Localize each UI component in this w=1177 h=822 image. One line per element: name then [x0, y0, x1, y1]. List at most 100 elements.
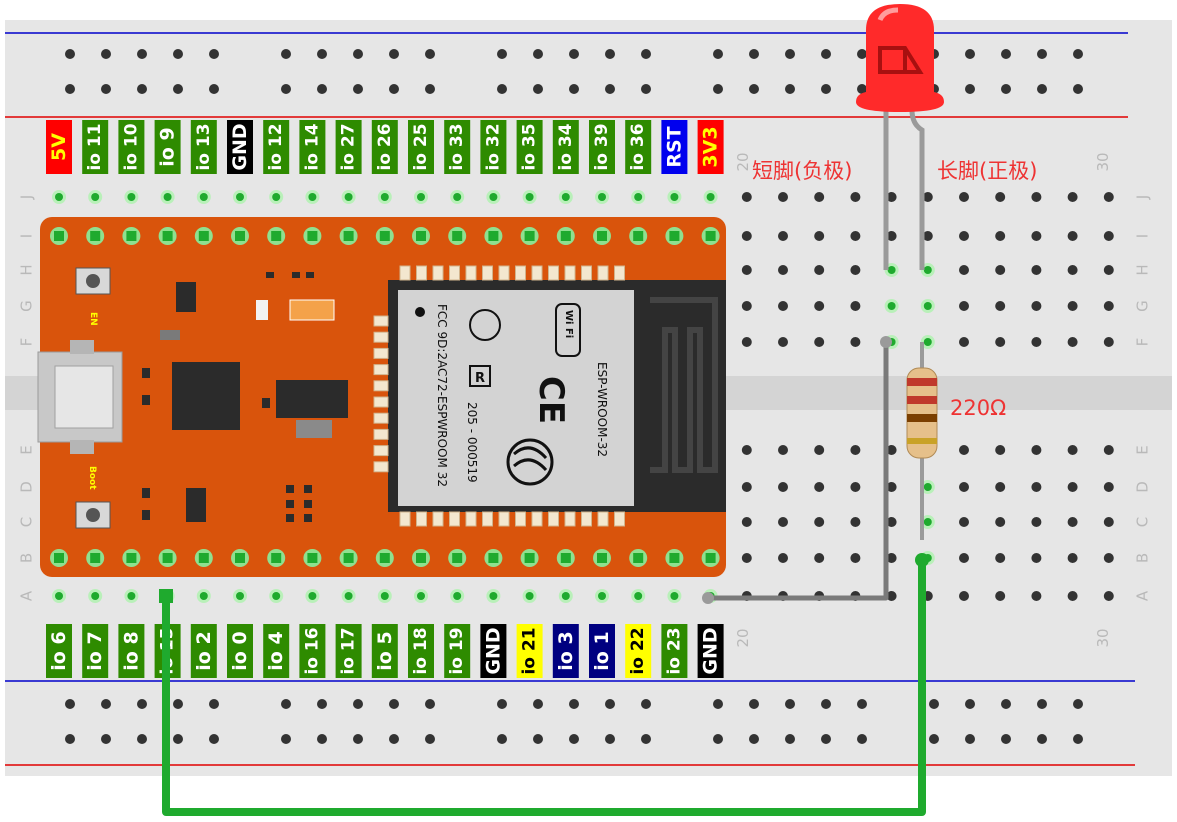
rail-hole — [785, 84, 795, 94]
rail-hole — [641, 49, 651, 59]
smd-11 — [262, 398, 270, 408]
breadboard-hole — [1067, 192, 1078, 202]
rail-hole — [209, 734, 219, 744]
rail-hole — [65, 49, 75, 59]
rail-hole — [65, 84, 75, 94]
module-pin — [548, 511, 559, 527]
breadboard-hole — [995, 553, 1006, 563]
resistor-band-1 — [907, 378, 937, 386]
module-pin — [498, 265, 510, 281]
breadboard-hole — [1103, 231, 1114, 241]
rail-hole — [533, 699, 543, 709]
resistor-band-2 — [907, 396, 937, 404]
pin-label: io 10 — [121, 123, 141, 170]
breadboard-hole — [778, 231, 788, 241]
breadboard-hole — [886, 591, 897, 601]
breadboard-hole — [1031, 517, 1042, 527]
pin-label-tile — [299, 624, 326, 678]
smd-8 — [142, 395, 150, 405]
rail-hole — [353, 49, 363, 59]
rail-hole — [821, 734, 831, 744]
rail-hole — [389, 734, 399, 744]
green-jumper-wire[interactable] — [162, 558, 926, 816]
pin-label-tile — [480, 624, 507, 678]
breadboard-hole — [814, 301, 825, 311]
rail-holes — [65, 49, 1083, 744]
header-pad-core — [90, 553, 101, 563]
module-pin — [432, 511, 444, 527]
row-letter-right: I — [1134, 234, 1152, 238]
breadboard-hole — [778, 517, 788, 527]
breadboard-hole-active-core — [887, 302, 896, 310]
pin-label: io 3 — [555, 631, 577, 670]
rail-hole — [281, 49, 291, 59]
rail-hole — [605, 734, 615, 744]
breadboard-hole-active-core — [923, 266, 932, 274]
module-pin — [531, 265, 543, 281]
breadboard-hole — [959, 337, 969, 347]
module-pin — [373, 445, 389, 457]
fcc-text: FCC 9D:2AC72-ESPWROOM 32 — [435, 304, 449, 487]
breadboard-hole — [995, 517, 1006, 527]
breadboard-hole-active-core — [344, 193, 353, 201]
pin-label: GND — [700, 627, 722, 674]
rail-hole — [101, 84, 111, 94]
header-pads-top — [50, 227, 720, 245]
rail-hole — [353, 699, 363, 709]
rail-hole — [1001, 699, 1011, 709]
breadboard-hole-active-core — [634, 193, 643, 201]
red-led[interactable] — [856, 4, 944, 112]
breadboard-hole-active-core — [453, 592, 462, 600]
breadboard-hole-active-core — [634, 592, 643, 600]
breadboard-hole — [778, 553, 788, 563]
breadboard-hole-active-core — [670, 592, 679, 600]
breadboard-hole-active-core — [308, 193, 317, 201]
resistor-band-3 — [907, 414, 937, 422]
breadboard-hole — [1067, 445, 1078, 455]
pin-label: io 19 — [447, 627, 467, 674]
header-pad-core — [271, 231, 282, 241]
rail-hole — [101, 699, 111, 709]
header-pad-core — [705, 231, 716, 241]
module-pin — [416, 511, 427, 527]
breadboard-hole — [886, 553, 897, 563]
breadboard-hole-active-core — [344, 592, 353, 600]
smd-2 — [304, 485, 312, 493]
row-letter-left: J — [18, 195, 36, 200]
rail-hole — [713, 699, 723, 709]
rail-hole — [317, 49, 327, 59]
pin-label: io 35 — [520, 123, 540, 170]
smd-1 — [286, 485, 294, 493]
rail-hole — [137, 84, 147, 94]
row-letter-left: A — [18, 590, 36, 601]
module-pin — [564, 511, 576, 527]
resistor-band-4 — [907, 438, 937, 444]
row-letter-right: C — [1134, 517, 1152, 527]
rail-hole — [641, 84, 651, 94]
gray-jumper-wire[interactable] — [708, 342, 889, 601]
header-pad-core — [307, 231, 318, 241]
header-pad-core — [271, 553, 282, 563]
pin-label-tile — [299, 120, 326, 174]
row-letter-left: H — [18, 264, 36, 275]
breadboard-hole-active-core — [887, 266, 896, 274]
column-number-bottom-30: 30 — [1094, 628, 1112, 647]
breadboard-hole — [778, 265, 788, 275]
rail-hole — [389, 84, 399, 94]
pin-label: io 14 — [302, 123, 322, 170]
breadboard-hole — [814, 231, 825, 241]
rail-hole — [173, 49, 183, 59]
pin-label: io 8 — [120, 631, 142, 670]
breadboard-hole — [1031, 337, 1042, 347]
pin-label-tile — [46, 120, 72, 174]
rail-hole — [173, 84, 183, 94]
rail-hole — [569, 84, 579, 94]
header-pad-core — [235, 553, 245, 563]
resistor[interactable] — [906, 367, 938, 459]
pin-label-tile — [444, 120, 471, 174]
rail-hole — [425, 734, 435, 744]
header-pad-core — [126, 553, 137, 563]
header-pad-core — [669, 231, 680, 241]
pin-label-tile — [552, 120, 579, 174]
